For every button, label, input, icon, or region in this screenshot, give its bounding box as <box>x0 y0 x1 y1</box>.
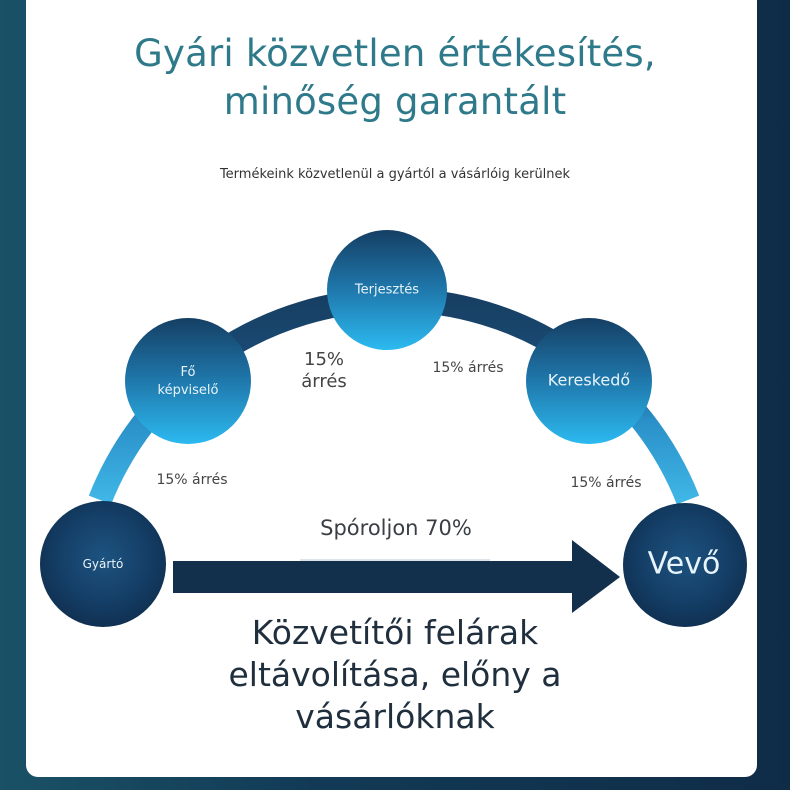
bottom-line-2: eltávolítása, előny a <box>228 655 562 694</box>
margin-label-2: 15% árrés <box>301 349 347 393</box>
subtitle: Termékeink közvetlenül a gyártól a vásár… <box>219 167 571 182</box>
direct-arrow <box>173 540 620 613</box>
node-fo-kepviselo <box>125 318 251 444</box>
node-vevo <box>623 503 747 627</box>
bottom-line-1: Közvetítői felárak <box>251 613 539 652</box>
title-line-1: Gyári közvetlen értékesítés, <box>134 32 656 75</box>
margin-label-1: 15% árrés <box>156 472 228 488</box>
margin-label-4: 15% árrés <box>570 475 642 491</box>
node-vevo-label: Vevő <box>647 546 721 582</box>
node-fo-kepviselo-label: Fő képviselő <box>158 364 219 400</box>
node-fo-kepviselo-label-line1: Fő <box>180 365 196 380</box>
savings-label: Spóroljon 70% <box>320 516 472 540</box>
title-line-2: minőség garantált <box>223 80 567 123</box>
margin-label-2-line2: árrés <box>301 371 347 392</box>
node-terjesztes <box>327 230 447 350</box>
page-title: Gyári közvetlen értékesítés, minőség gar… <box>0 30 790 126</box>
node-terjesztes-label: Terjesztés <box>354 282 420 298</box>
node-kereskedo <box>526 318 652 444</box>
margin-label-2-line1: 15% <box>303 349 345 370</box>
bottom-message: Közvetítői felárak eltávolítása, előny a… <box>0 612 790 738</box>
node-gyarto <box>40 501 166 627</box>
node-gyarto-label: Gyártó <box>82 557 124 571</box>
bottom-line-3: vásárlóknak <box>295 697 495 736</box>
margin-label-3: 15% árrés <box>432 360 504 376</box>
node-kereskedo-label: Kereskedő <box>547 370 631 390</box>
node-fo-kepviselo-label-line2: képviselő <box>157 383 219 398</box>
